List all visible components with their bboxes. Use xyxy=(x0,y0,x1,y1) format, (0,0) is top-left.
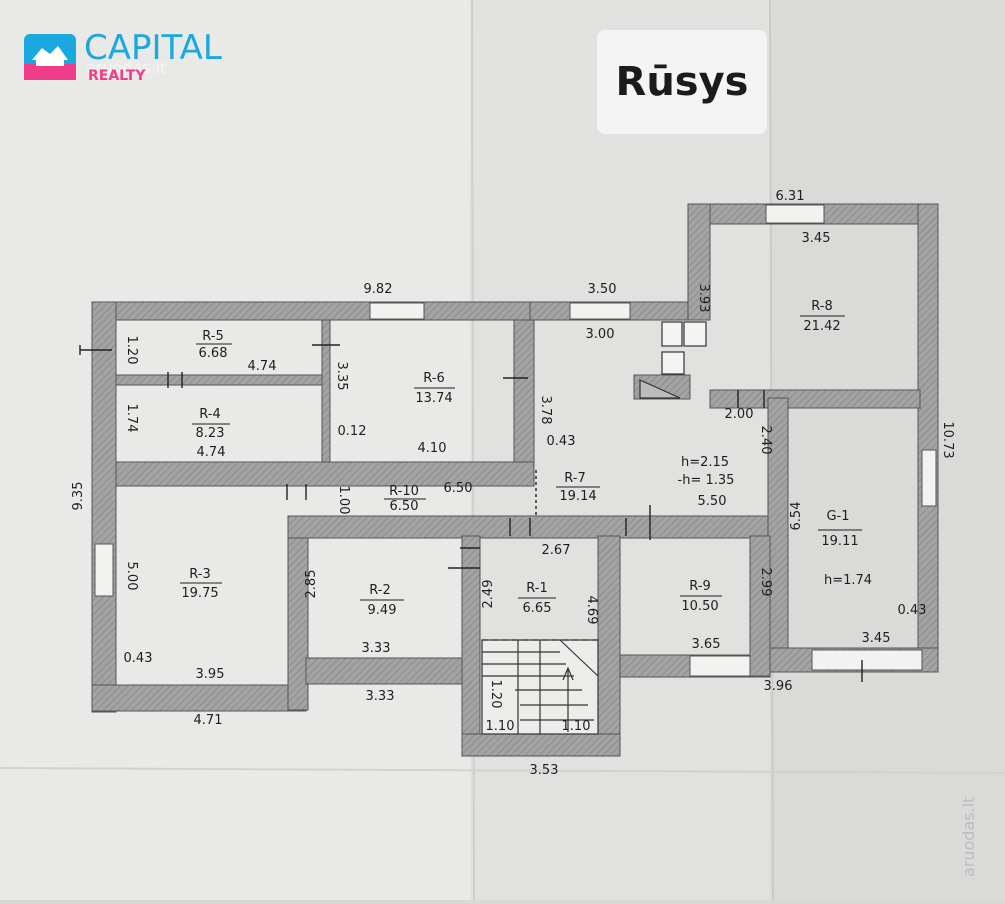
dim: 3.93 xyxy=(696,284,711,313)
room-id-r3: R-3 xyxy=(189,567,210,582)
dim: 3.45 xyxy=(862,631,891,646)
room-area-g1: 19.11 xyxy=(821,534,858,549)
logo-house-icon xyxy=(24,34,76,80)
dim: 4.71 xyxy=(194,713,223,728)
dim: 4.74 xyxy=(197,445,226,460)
dim: 9.35 xyxy=(71,482,86,511)
watermark-text: aruodas.lt xyxy=(959,797,978,877)
dim: 2.99 xyxy=(758,568,773,597)
room-id-r5: R-5 xyxy=(202,329,223,344)
room-id-r1: R-1 xyxy=(526,581,547,596)
dim: 9.82 xyxy=(364,282,393,297)
dim: 6.31 xyxy=(776,189,805,204)
dim: 2.49 xyxy=(481,580,496,609)
dim: 1.10 xyxy=(486,719,515,734)
room-area-r9: 10.50 xyxy=(681,599,718,614)
walls xyxy=(91,203,939,757)
dim: 2.85 xyxy=(304,570,319,599)
room-area-r3: 19.75 xyxy=(181,586,218,601)
room-id-r2: R-2 xyxy=(369,583,390,598)
height-g1-h: h=1.74 xyxy=(824,573,872,588)
room-id-r10: R-10 xyxy=(389,484,419,499)
dim: 5.00 xyxy=(124,562,139,591)
dimension-labels: 9.82 3.50 6.31 3.45 3.00 3.93 1.20 4.74 … xyxy=(71,189,955,778)
dim: 1.10 xyxy=(562,719,591,734)
room-area-r10: 6.50 xyxy=(390,499,419,514)
room-area-r2: 9.49 xyxy=(368,603,397,618)
room-area-r7: 19.14 xyxy=(559,489,596,504)
dim: 0.43 xyxy=(547,434,576,449)
dim: 3.65 xyxy=(692,637,721,652)
dim: 6.54 xyxy=(789,502,804,531)
company-logo: CAPITAL aruodas.lt REALTY xyxy=(24,28,254,86)
dim: 2.00 xyxy=(725,407,754,422)
windows xyxy=(94,204,937,677)
height-r7-h: h=2.15 xyxy=(681,455,729,470)
dim: 3.78 xyxy=(538,396,553,425)
room-id-r7: R-7 xyxy=(564,471,585,486)
room-id-g1: G-1 xyxy=(826,509,849,524)
dim: 3.33 xyxy=(362,641,391,656)
dim: 4.74 xyxy=(248,359,277,374)
watermark-vertical: aruodas.lt xyxy=(959,797,978,877)
dim: 6.50 xyxy=(444,481,473,496)
dim: 2.40 xyxy=(758,426,773,455)
room-id-r6: R-6 xyxy=(423,371,444,386)
room-id-r8: R-8 xyxy=(811,299,832,314)
room-area-r8: 21.42 xyxy=(803,319,840,334)
dim: 1.20 xyxy=(124,336,139,365)
room-id-r4: R-4 xyxy=(199,407,220,422)
staircase xyxy=(481,639,599,735)
room-area-r1: 6.65 xyxy=(523,601,552,616)
dim: 3.33 xyxy=(366,689,395,704)
room-area-r5: 6.68 xyxy=(199,346,228,361)
dim: 4.69 xyxy=(584,596,599,625)
dim: 3.95 xyxy=(196,667,225,682)
dim: 1.74 xyxy=(124,404,139,433)
dim: 1.00 xyxy=(336,486,351,515)
floor-label-box: Rūsys xyxy=(597,30,767,134)
dim: 4.10 xyxy=(418,441,447,456)
dim: 2.67 xyxy=(542,543,571,558)
room-id-r9: R-9 xyxy=(689,579,710,594)
dim: 3.50 xyxy=(588,282,617,297)
dim: 10.73 xyxy=(940,421,955,458)
dim: 3.00 xyxy=(586,327,615,342)
room-labels: R-5 6.68 R-4 8.23 R-6 13.74 R-7 19.14 R-… xyxy=(180,299,872,618)
dim: 0.43 xyxy=(898,603,927,618)
dim: 3.96 xyxy=(764,679,793,694)
logo-brand-text: CAPITAL xyxy=(84,28,222,68)
dim: 3.53 xyxy=(530,763,559,778)
dim: 3.35 xyxy=(334,362,349,391)
floor-title: Rūsys xyxy=(615,59,749,105)
logo-sub-text: REALTY xyxy=(88,68,146,84)
dim: 3.45 xyxy=(802,231,831,246)
dim: 1.20 xyxy=(488,680,503,709)
room-area-r6: 13.74 xyxy=(415,391,452,406)
dim: 5.50 xyxy=(698,494,727,509)
room-area-r4: 8.23 xyxy=(196,426,225,441)
dim: 0.12 xyxy=(338,424,367,439)
door-marks xyxy=(79,344,863,682)
dim: 0.43 xyxy=(124,651,153,666)
boiler-symbols xyxy=(639,321,707,399)
height-r7-h2: -h= 1.35 xyxy=(678,473,735,488)
logo-watermark-text: aruodas.lt xyxy=(86,58,167,77)
